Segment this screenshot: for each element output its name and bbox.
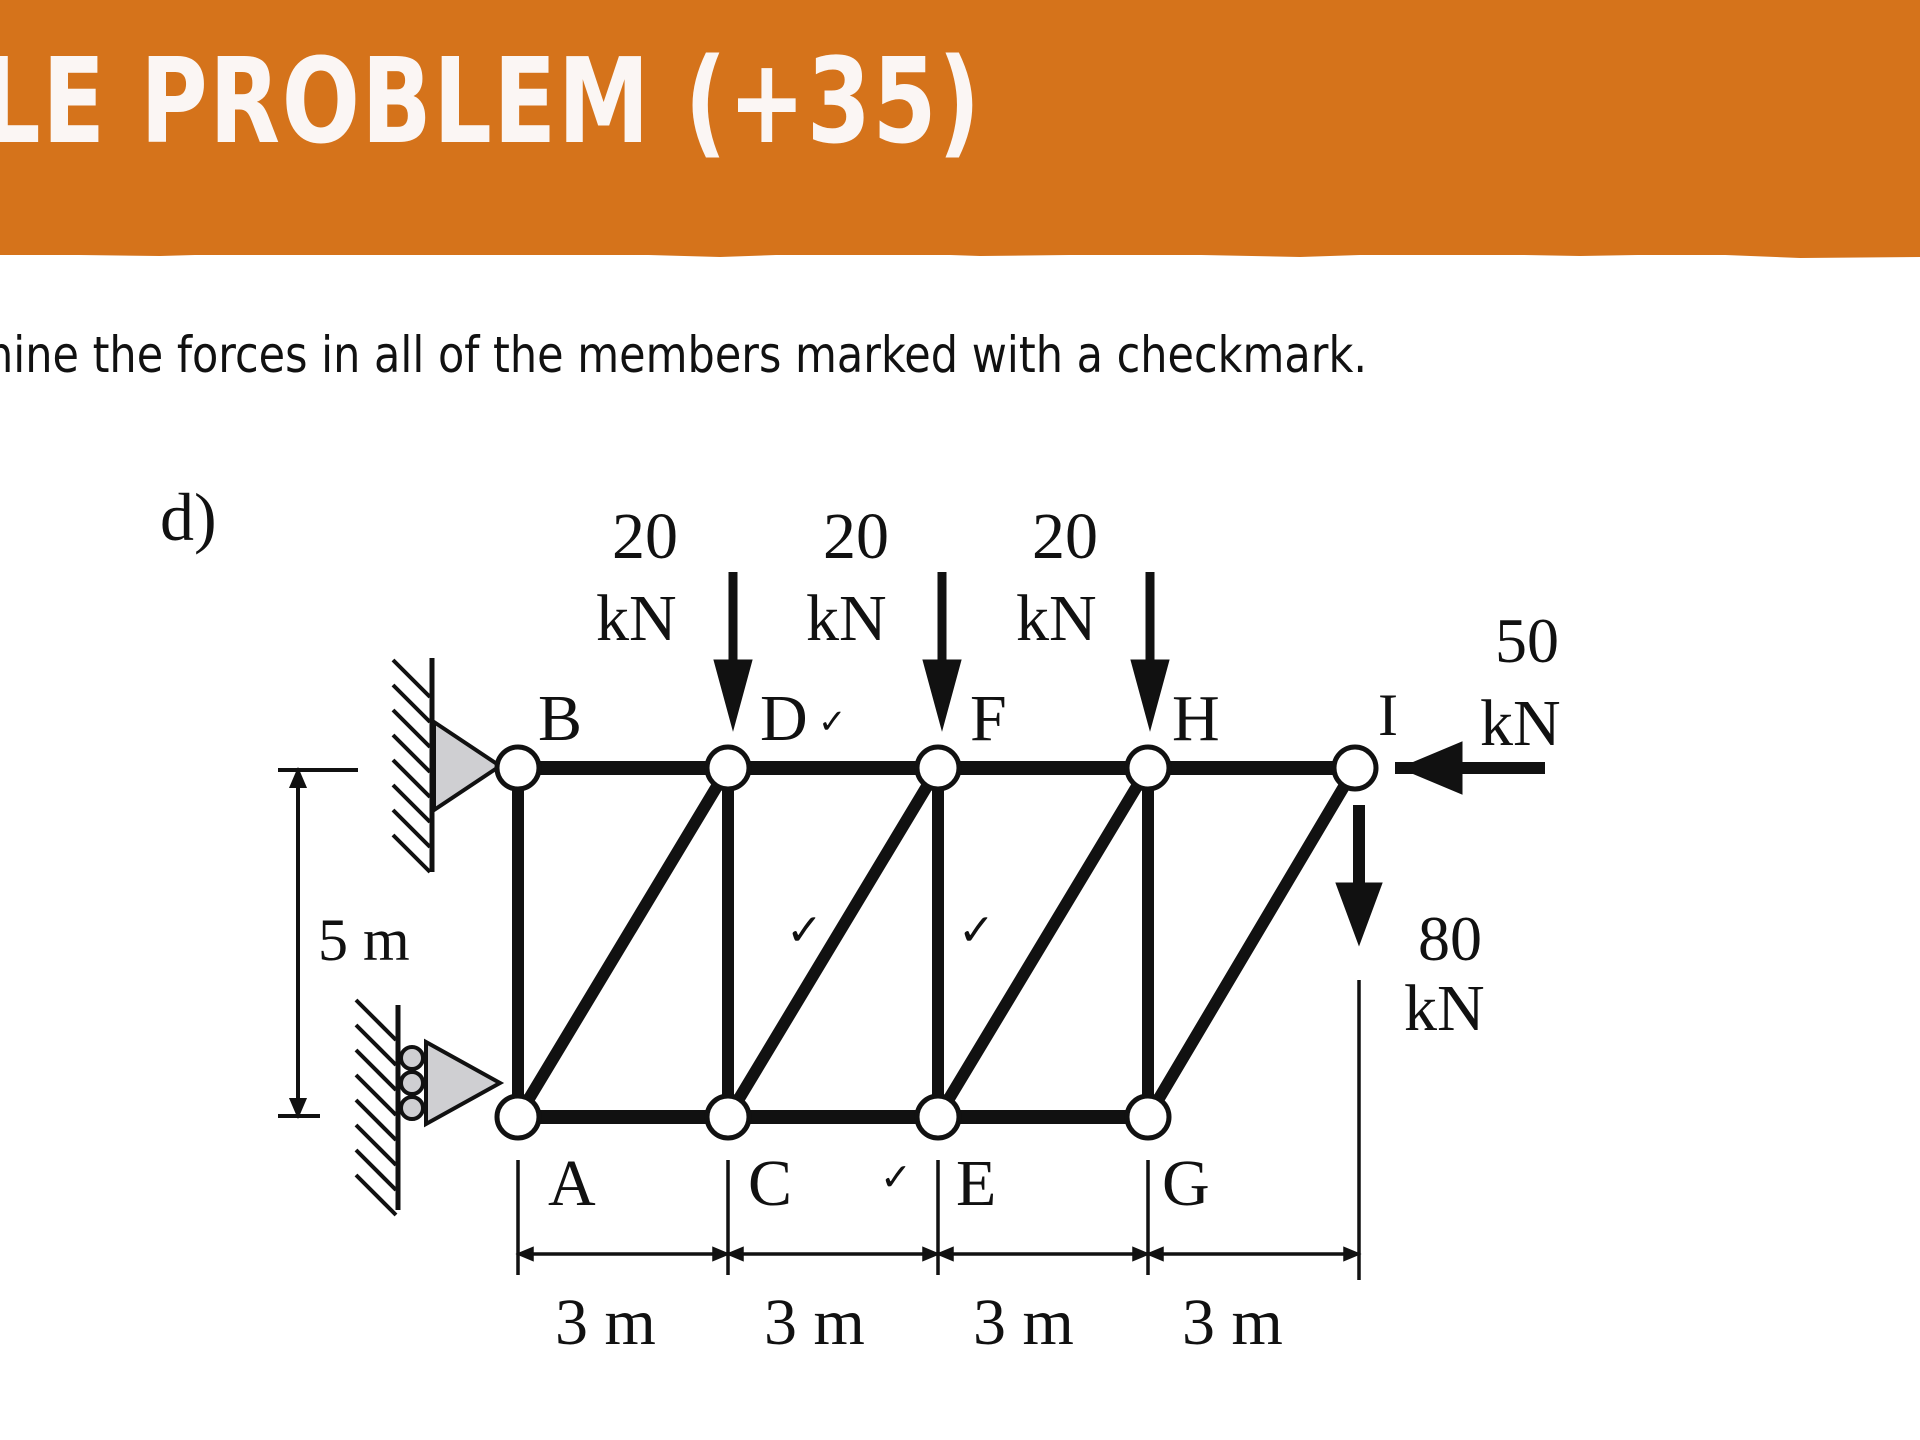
span-dimension-lines (515, 980, 1362, 1280)
span-label-4: 3 m (1182, 1286, 1283, 1359)
node-label-i: I (1378, 682, 1398, 748)
pin-support-icon (391, 658, 504, 874)
node-label-c: C (748, 1147, 792, 1220)
load-unit-i-vertical: kN (1404, 972, 1485, 1045)
load-unit-f: kN (806, 582, 887, 655)
load-value-i-horizontal: 50 (1495, 605, 1559, 676)
node-label-h: H (1172, 682, 1220, 755)
truss-members (511, 761, 1362, 1124)
problem-instruction: nine the forces in all of the members ma… (0, 326, 1368, 384)
page-title: LE PROBLEM (+35) (0, 32, 982, 170)
load-value-i-vertical: 80 (1418, 903, 1482, 974)
span-label-1: 3 m (555, 1286, 656, 1359)
height-label: 5 m (318, 907, 410, 973)
load-value-d: 20 (612, 500, 678, 573)
load-value-f: 20 (823, 500, 889, 573)
node-label-e: E (956, 1147, 996, 1220)
checkmark-icon: ✓ (958, 906, 995, 955)
load-value-h: 20 (1032, 500, 1098, 573)
load-unit-h: kN (1016, 582, 1097, 655)
node-label-b: B (538, 682, 582, 755)
node-label-f: F (970, 682, 1007, 755)
load-arrows (713, 572, 1545, 947)
span-label-2: 3 m (764, 1286, 865, 1359)
node-label-g: G (1162, 1147, 1210, 1220)
checkmark-icon: ✓ (818, 704, 847, 741)
checkmark-icon: ✓ (880, 1157, 912, 1199)
span-label-3: 3 m (973, 1286, 1074, 1359)
load-unit-i-horizontal: kN (1480, 687, 1561, 760)
node-label-a: A (548, 1147, 596, 1220)
checkmark-icon: ✓ (786, 906, 823, 955)
banner-torn-edge (0, 248, 1920, 258)
node-label-d: D (760, 682, 808, 755)
truss-joints (494, 744, 1379, 1141)
part-label: d) (160, 479, 217, 555)
roller-support-icon (354, 998, 505, 1217)
title-banner (0, 0, 1920, 255)
height-dimension (278, 766, 358, 1120)
load-unit-d: kN (596, 582, 677, 655)
